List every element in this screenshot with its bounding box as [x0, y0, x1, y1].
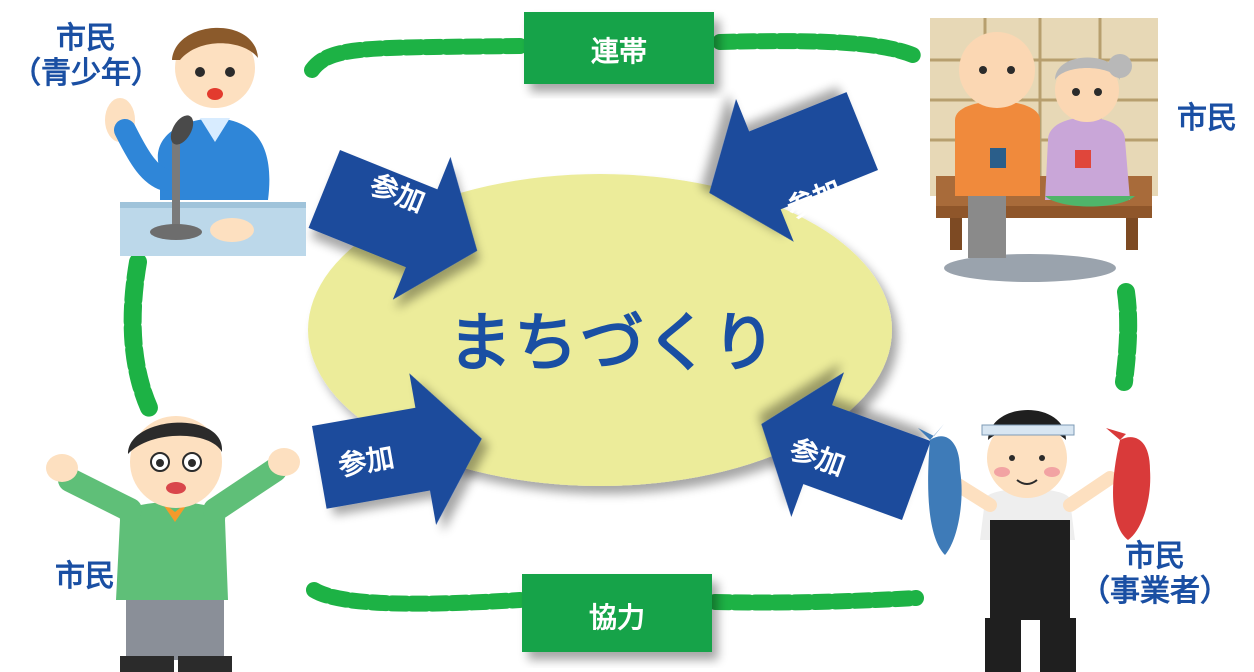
person-man-arms-up-illustration — [46, 416, 300, 672]
person-label-youth-line1: 市民 — [56, 21, 116, 56]
arrow-top-right — [709, 92, 878, 242]
center-title: まちづくり — [448, 307, 778, 381]
arrow-top-left — [308, 150, 478, 300]
banner-bottom-label: 協力 — [588, 601, 645, 634]
chain-right — [1115, 283, 1138, 391]
person-label-youth: 市民 （青少年） — [4, 21, 168, 91]
person-label-elderly: 市民 — [1177, 101, 1237, 136]
person-fishmonger-illustration — [918, 410, 1151, 672]
banner-top — [524, 12, 714, 84]
person-label-business-line1: 市民 — [1125, 539, 1185, 574]
person-label-man: 市民 — [55, 559, 115, 594]
arrow-bottom-left — [312, 373, 482, 525]
banner-top-label: 連帯 — [590, 35, 647, 68]
person-elderly-couple-illustration — [930, 18, 1158, 282]
person-label-youth-line2: （青少年） — [11, 55, 161, 91]
banner-bottom — [522, 574, 712, 652]
person-youth-speaker-illustration — [105, 27, 306, 256]
chain-left — [123, 253, 159, 419]
chain-bottom — [306, 582, 924, 612]
person-label-business-line2: （事業者） — [1080, 573, 1230, 609]
chain-top — [304, 33, 923, 78]
arrow-bottom-right — [761, 372, 931, 520]
person-label-business: 市民 （事業者） — [1060, 539, 1250, 609]
